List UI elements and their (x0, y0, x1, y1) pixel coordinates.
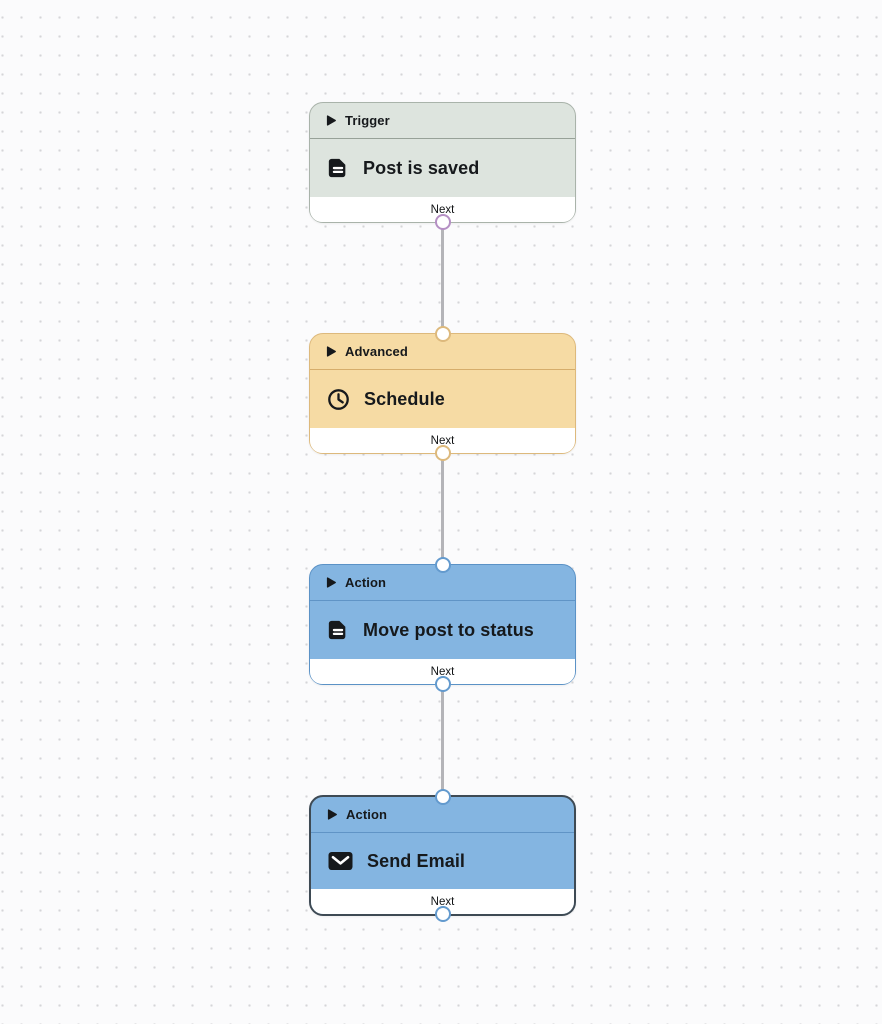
document-icon (327, 157, 349, 179)
node-body: Send Email (311, 833, 574, 889)
play-triangle-icon (326, 577, 336, 588)
next-label: Next (430, 895, 455, 908)
node-action-move-post-to-status[interactable]: Action Move post to status Next (309, 557, 576, 692)
node-title: Schedule (364, 388, 445, 409)
document-icon (327, 619, 349, 641)
input-port[interactable] (434, 326, 451, 342)
input-port[interactable] (434, 557, 451, 573)
node-title: Send Email (367, 850, 466, 871)
play-triangle-icon (326, 346, 336, 357)
node-header: Action (311, 797, 574, 833)
node-header: Advanced (310, 334, 575, 370)
envelope-icon (328, 851, 353, 871)
node-trigger-post-is-saved[interactable]: Trigger Post is saved Next (309, 102, 576, 230)
output-port[interactable] (434, 676, 451, 692)
next-label: Next (430, 203, 455, 216)
connection-action1-to-action2 (441, 685, 444, 795)
node-action-send-email[interactable]: Action Send Email Next (309, 789, 576, 922)
node-header: Action (310, 565, 575, 601)
node-category-label: Advanced (345, 344, 408, 359)
node-body: Post is saved (310, 139, 575, 197)
node-advanced-schedule[interactable]: Advanced Schedule Next (309, 326, 576, 461)
node-title: Post is saved (363, 157, 480, 178)
clock-icon (327, 388, 350, 411)
play-triangle-icon (326, 115, 336, 126)
output-port[interactable] (434, 214, 451, 230)
node-header: Trigger (310, 103, 575, 139)
connection-advanced-to-action1 (441, 454, 444, 564)
play-triangle-icon (327, 809, 337, 820)
output-port[interactable] (434, 906, 451, 922)
node-category-label: Trigger (345, 113, 390, 128)
node-category-label: Action (346, 807, 388, 822)
node-title: Move post to status (363, 619, 534, 640)
output-port[interactable] (434, 445, 451, 461)
node-body: Schedule (310, 370, 575, 428)
input-port[interactable] (434, 789, 451, 805)
node-category-label: Action (345, 575, 387, 590)
node-body: Move post to status (310, 601, 575, 659)
next-label: Next (430, 665, 455, 678)
connection-trigger-to-advanced (441, 223, 444, 333)
next-label: Next (430, 434, 455, 447)
